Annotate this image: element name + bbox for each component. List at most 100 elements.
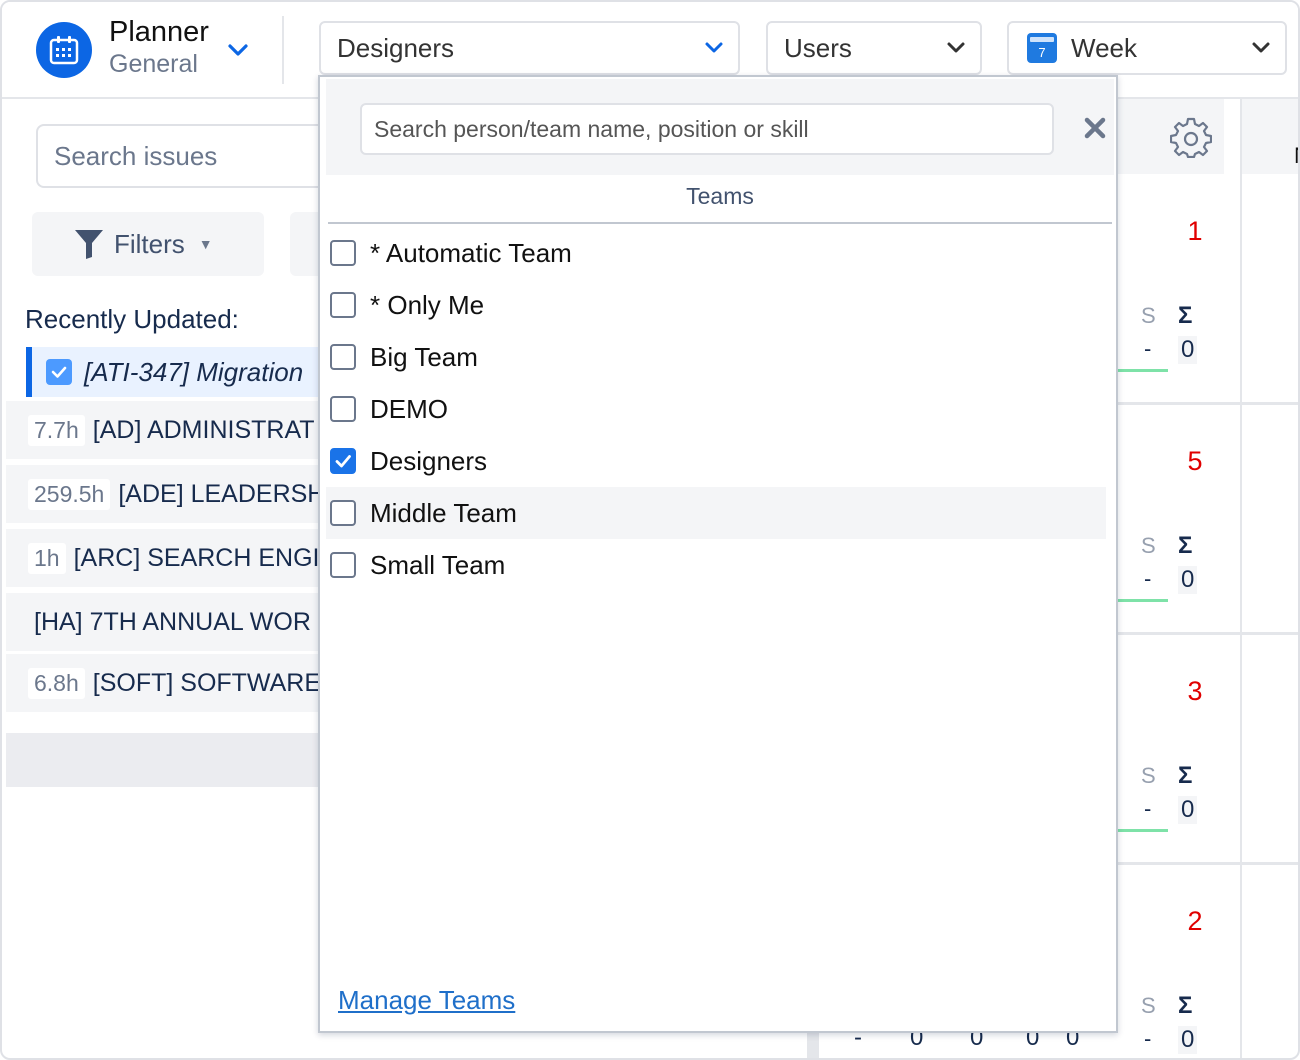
hours-badge: 6.8h (28, 667, 85, 699)
team-option-middle-team[interactable]: Middle Team (326, 487, 1106, 539)
chevron-down-icon (705, 42, 723, 53)
checkbox-checked[interactable] (330, 448, 356, 474)
team-option-label: Big Team (370, 341, 478, 372)
sum-value: 0 (1178, 566, 1198, 594)
checkbox[interactable] (330, 500, 356, 526)
team-option-automatic-team[interactable]: * Automatic Team (326, 227, 1106, 279)
close-icon[interactable] (1082, 115, 1108, 141)
checkbox[interactable] (330, 344, 356, 370)
calendar-week-icon: 7 (1027, 33, 1057, 63)
capacity-bar (1112, 369, 1168, 372)
sum-value: 0 (1178, 796, 1198, 824)
filters-button[interactable]: Filters ▼ (32, 212, 264, 276)
s-column-label: S (1141, 303, 1156, 328)
project-row[interactable]: 259.5h [ADE] LEADERSH (6, 465, 326, 523)
team-option-label: * Automatic Team (370, 237, 572, 268)
project-name: [HA] 7TH ANNUAL WOR (34, 607, 311, 636)
checkbox-icon (46, 359, 72, 385)
checkbox[interactable] (330, 240, 356, 266)
search-issues-placeholder: Search issues (54, 140, 218, 171)
filters-label: Filters (114, 228, 185, 259)
dropdown-search-bar: Search person/team name, position or ski… (326, 79, 1114, 175)
sum-value: 0 (1178, 336, 1198, 364)
day-column (1240, 174, 1298, 1058)
caret-down-icon: ▼ (198, 236, 213, 252)
team-option-small-team[interactable]: Small Team (326, 539, 1106, 591)
project-row[interactable]: 1h [ARC] SEARCH ENGI (6, 529, 326, 587)
capacity-bar (1112, 599, 1168, 602)
s-value: - (1144, 1026, 1152, 1051)
recently-updated-heading: Recently Updated: (25, 304, 239, 334)
issue-count: 3 (1187, 676, 1203, 706)
team-option-label: * Only Me (370, 289, 485, 320)
app-title[interactable]: Planner (109, 16, 209, 48)
issue-count: 2 (1187, 906, 1203, 936)
project-name: [AD] ADMINISTRAT (92, 415, 315, 444)
s-column-label: S (1141, 993, 1156, 1018)
filter-icon (75, 230, 103, 259)
checkbox[interactable] (330, 396, 356, 422)
team-select-value: Designers (337, 32, 455, 63)
chevron-down-icon (947, 42, 965, 53)
checkbox[interactable] (330, 292, 356, 318)
checkbox[interactable] (330, 552, 356, 578)
s-value: - (1144, 566, 1152, 591)
chevron-down-icon (1252, 42, 1270, 53)
team-option-only-me[interactable]: * Only Me (326, 279, 1106, 331)
app-subtitle[interactable]: General (109, 50, 198, 78)
sum-column-label: Σ (1178, 532, 1193, 559)
team-option-label: Designers (370, 445, 488, 476)
search-issues-input[interactable]: Search issues (36, 124, 336, 188)
project-row[interactable]: [HA] 7TH ANNUAL WOR (6, 593, 326, 651)
view-select[interactable]: Users (766, 21, 982, 75)
recent-issue-title: [ATI-347] Migration (84, 356, 304, 387)
day-column-header: N (1240, 99, 1298, 174)
recent-issue-item[interactable]: [ATI-347] Migration (26, 347, 326, 397)
row-divider (1112, 632, 1298, 635)
teams-section-heading: Teams (686, 183, 754, 209)
project-name: [ARC] SEARCH ENGI (73, 543, 320, 572)
s-column-label: S (1141, 533, 1156, 558)
hours-badge: 1h (28, 542, 66, 574)
row-divider (1112, 862, 1298, 865)
day-column-header-label: N (1294, 143, 1298, 169)
issue-count: 1 (1187, 216, 1203, 246)
s-value: - (1144, 336, 1152, 361)
project-name: [SOFT] SOFTWARE (92, 668, 322, 697)
team-option-demo[interactable]: DEMO (326, 383, 1106, 435)
manage-teams-link[interactable]: Manage Teams (338, 985, 516, 1015)
team-search-input[interactable]: Search person/team name, position or ski… (360, 103, 1054, 155)
team-dropdown-menu: Search person/team name, position or ski… (318, 75, 1118, 1033)
gear-icon[interactable] (1170, 116, 1212, 158)
team-option-label: Middle Team (370, 497, 517, 528)
view-select-value: Users (784, 32, 852, 63)
team-option-designers[interactable]: Designers (326, 435, 1106, 487)
period-select-value: Week (1071, 32, 1137, 63)
bottom-value: - (854, 1024, 862, 1051)
project-row[interactable]: 6.8h [SOFT] SOFTWARE (6, 654, 326, 712)
row-divider (1112, 402, 1298, 405)
capacity-bar (1112, 829, 1168, 832)
period-select[interactable]: 7 Week (1007, 21, 1287, 75)
team-option-label: DEMO (370, 393, 448, 424)
top-bar: Planner General Designers Users 7 Week (2, 2, 1298, 99)
project-row[interactable]: 7.7h [AD] ADMINISTRAT (6, 401, 326, 459)
chevron-down-icon[interactable] (226, 40, 250, 60)
sum-column-label: Σ (1178, 302, 1193, 329)
hours-badge: 259.5h (28, 478, 111, 510)
project-name: [ADE] LEADERSH (118, 479, 326, 508)
s-column-label: S (1141, 763, 1156, 788)
team-select[interactable]: Designers (319, 21, 740, 75)
hours-badge: 7.7h (28, 414, 85, 446)
sum-value: 0 (1178, 1026, 1198, 1054)
s-value: - (1144, 796, 1152, 821)
issue-count: 5 (1187, 446, 1203, 476)
sum-column-label: Σ (1178, 762, 1193, 789)
team-search-placeholder: Search person/team name, position or ski… (374, 115, 809, 142)
team-option-big-team[interactable]: Big Team (326, 331, 1106, 383)
grid-header (1112, 99, 1224, 174)
calendar-icon[interactable] (36, 22, 92, 78)
team-option-label: Small Team (370, 549, 506, 580)
section-divider (328, 222, 1112, 224)
